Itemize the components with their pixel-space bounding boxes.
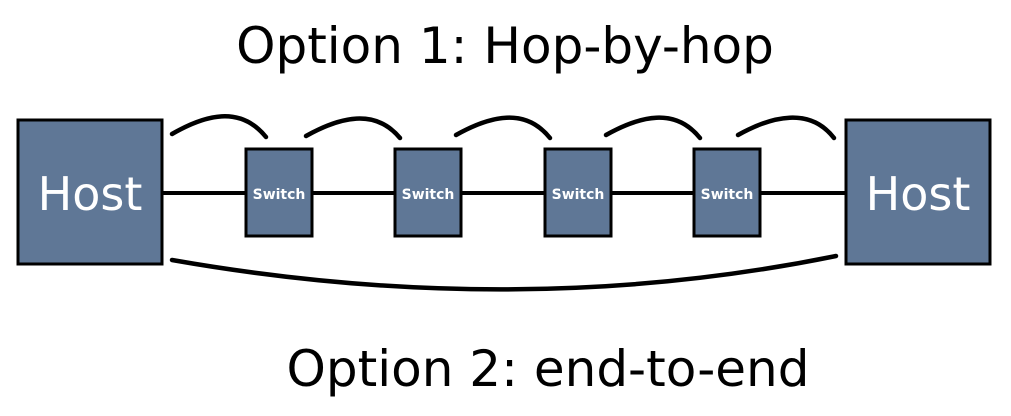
host-right: Host	[844, 118, 992, 266]
hop-arc-5	[735, 115, 837, 141]
switch-4: Switch	[692, 147, 762, 238]
hop-arc-2	[303, 116, 403, 141]
host-left: Host	[16, 118, 164, 266]
title-end-to-end: Option 2: end-to-end	[287, 340, 810, 398]
title-hop-by-hop: Option 1: Hop-by-hop	[236, 17, 774, 75]
hop-arc-4	[603, 115, 703, 141]
switch-4-label: Switch	[701, 187, 754, 203]
switch-3: Switch	[543, 147, 613, 238]
hop-arc-1	[169, 114, 269, 140]
switch-1: Switch	[244, 147, 314, 238]
switch-2-label: Switch	[402, 187, 455, 203]
host-right-label: Host	[866, 167, 971, 221]
end-to-end-arc	[169, 253, 839, 292]
switch-2: Switch	[393, 147, 463, 238]
switch-3-label: Switch	[552, 187, 605, 203]
switch-1-label: Switch	[253, 187, 306, 203]
host-left-label: Host	[38, 167, 143, 221]
hop-arc-3	[453, 115, 553, 141]
